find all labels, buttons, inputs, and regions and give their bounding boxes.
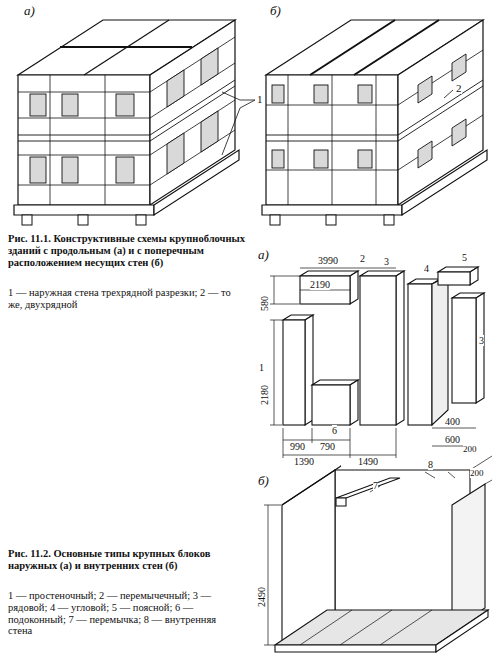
caption-text: Рис. 11.2. Основные типы крупных блоков … [8, 548, 240, 572]
callout-number: 2 [360, 253, 365, 264]
figure-letter: а) [24, 4, 35, 19]
callout-number: 1390 [294, 456, 314, 467]
callout-number: 6 [332, 425, 337, 436]
callout-number: 600 [445, 434, 460, 445]
callout-number: 790 [320, 441, 335, 452]
caption-text: Рис. 11.1. Конструктивные схемы крупнобл… [8, 233, 246, 268]
callout-number: 1490 [358, 456, 378, 467]
figure-letter: а) [258, 248, 269, 263]
building-transverse [262, 20, 487, 225]
callout-number: 2490 [256, 587, 267, 607]
building-longitudinal [14, 20, 255, 225]
callout-number: 2 [456, 82, 462, 94]
callout-number: 1 [257, 93, 263, 105]
callout-number: 1 [259, 362, 264, 373]
callout-number: 400 [445, 416, 460, 427]
callout-number: 7 [373, 480, 378, 491]
outer-wall-blocks [270, 267, 484, 458]
caption-text: 1 — простеночный; 2 — перемычечный; 3 — … [8, 590, 240, 637]
caption-text: 1 — наружная стена трехрядной разрезки; … [8, 287, 246, 311]
callout-number: 580 [259, 296, 270, 311]
callout-number: 200 [470, 468, 484, 478]
callout-number: 8 [428, 459, 433, 470]
callout-number: 200 [463, 444, 477, 454]
callout-number: 3 [384, 256, 389, 267]
figure-letter: б) [270, 4, 281, 19]
callout-number: 2190 [310, 279, 330, 290]
inner-wall-blocks [264, 456, 492, 652]
callout-number: 3990 [318, 255, 338, 266]
callout-number: 990 [290, 441, 305, 452]
callout-number: 4 [424, 263, 429, 274]
callout-number: 5 [462, 252, 467, 263]
callout-number: 3 [479, 335, 484, 346]
callout-number: 2180 [259, 385, 270, 405]
figure-letter: б) [258, 474, 269, 489]
